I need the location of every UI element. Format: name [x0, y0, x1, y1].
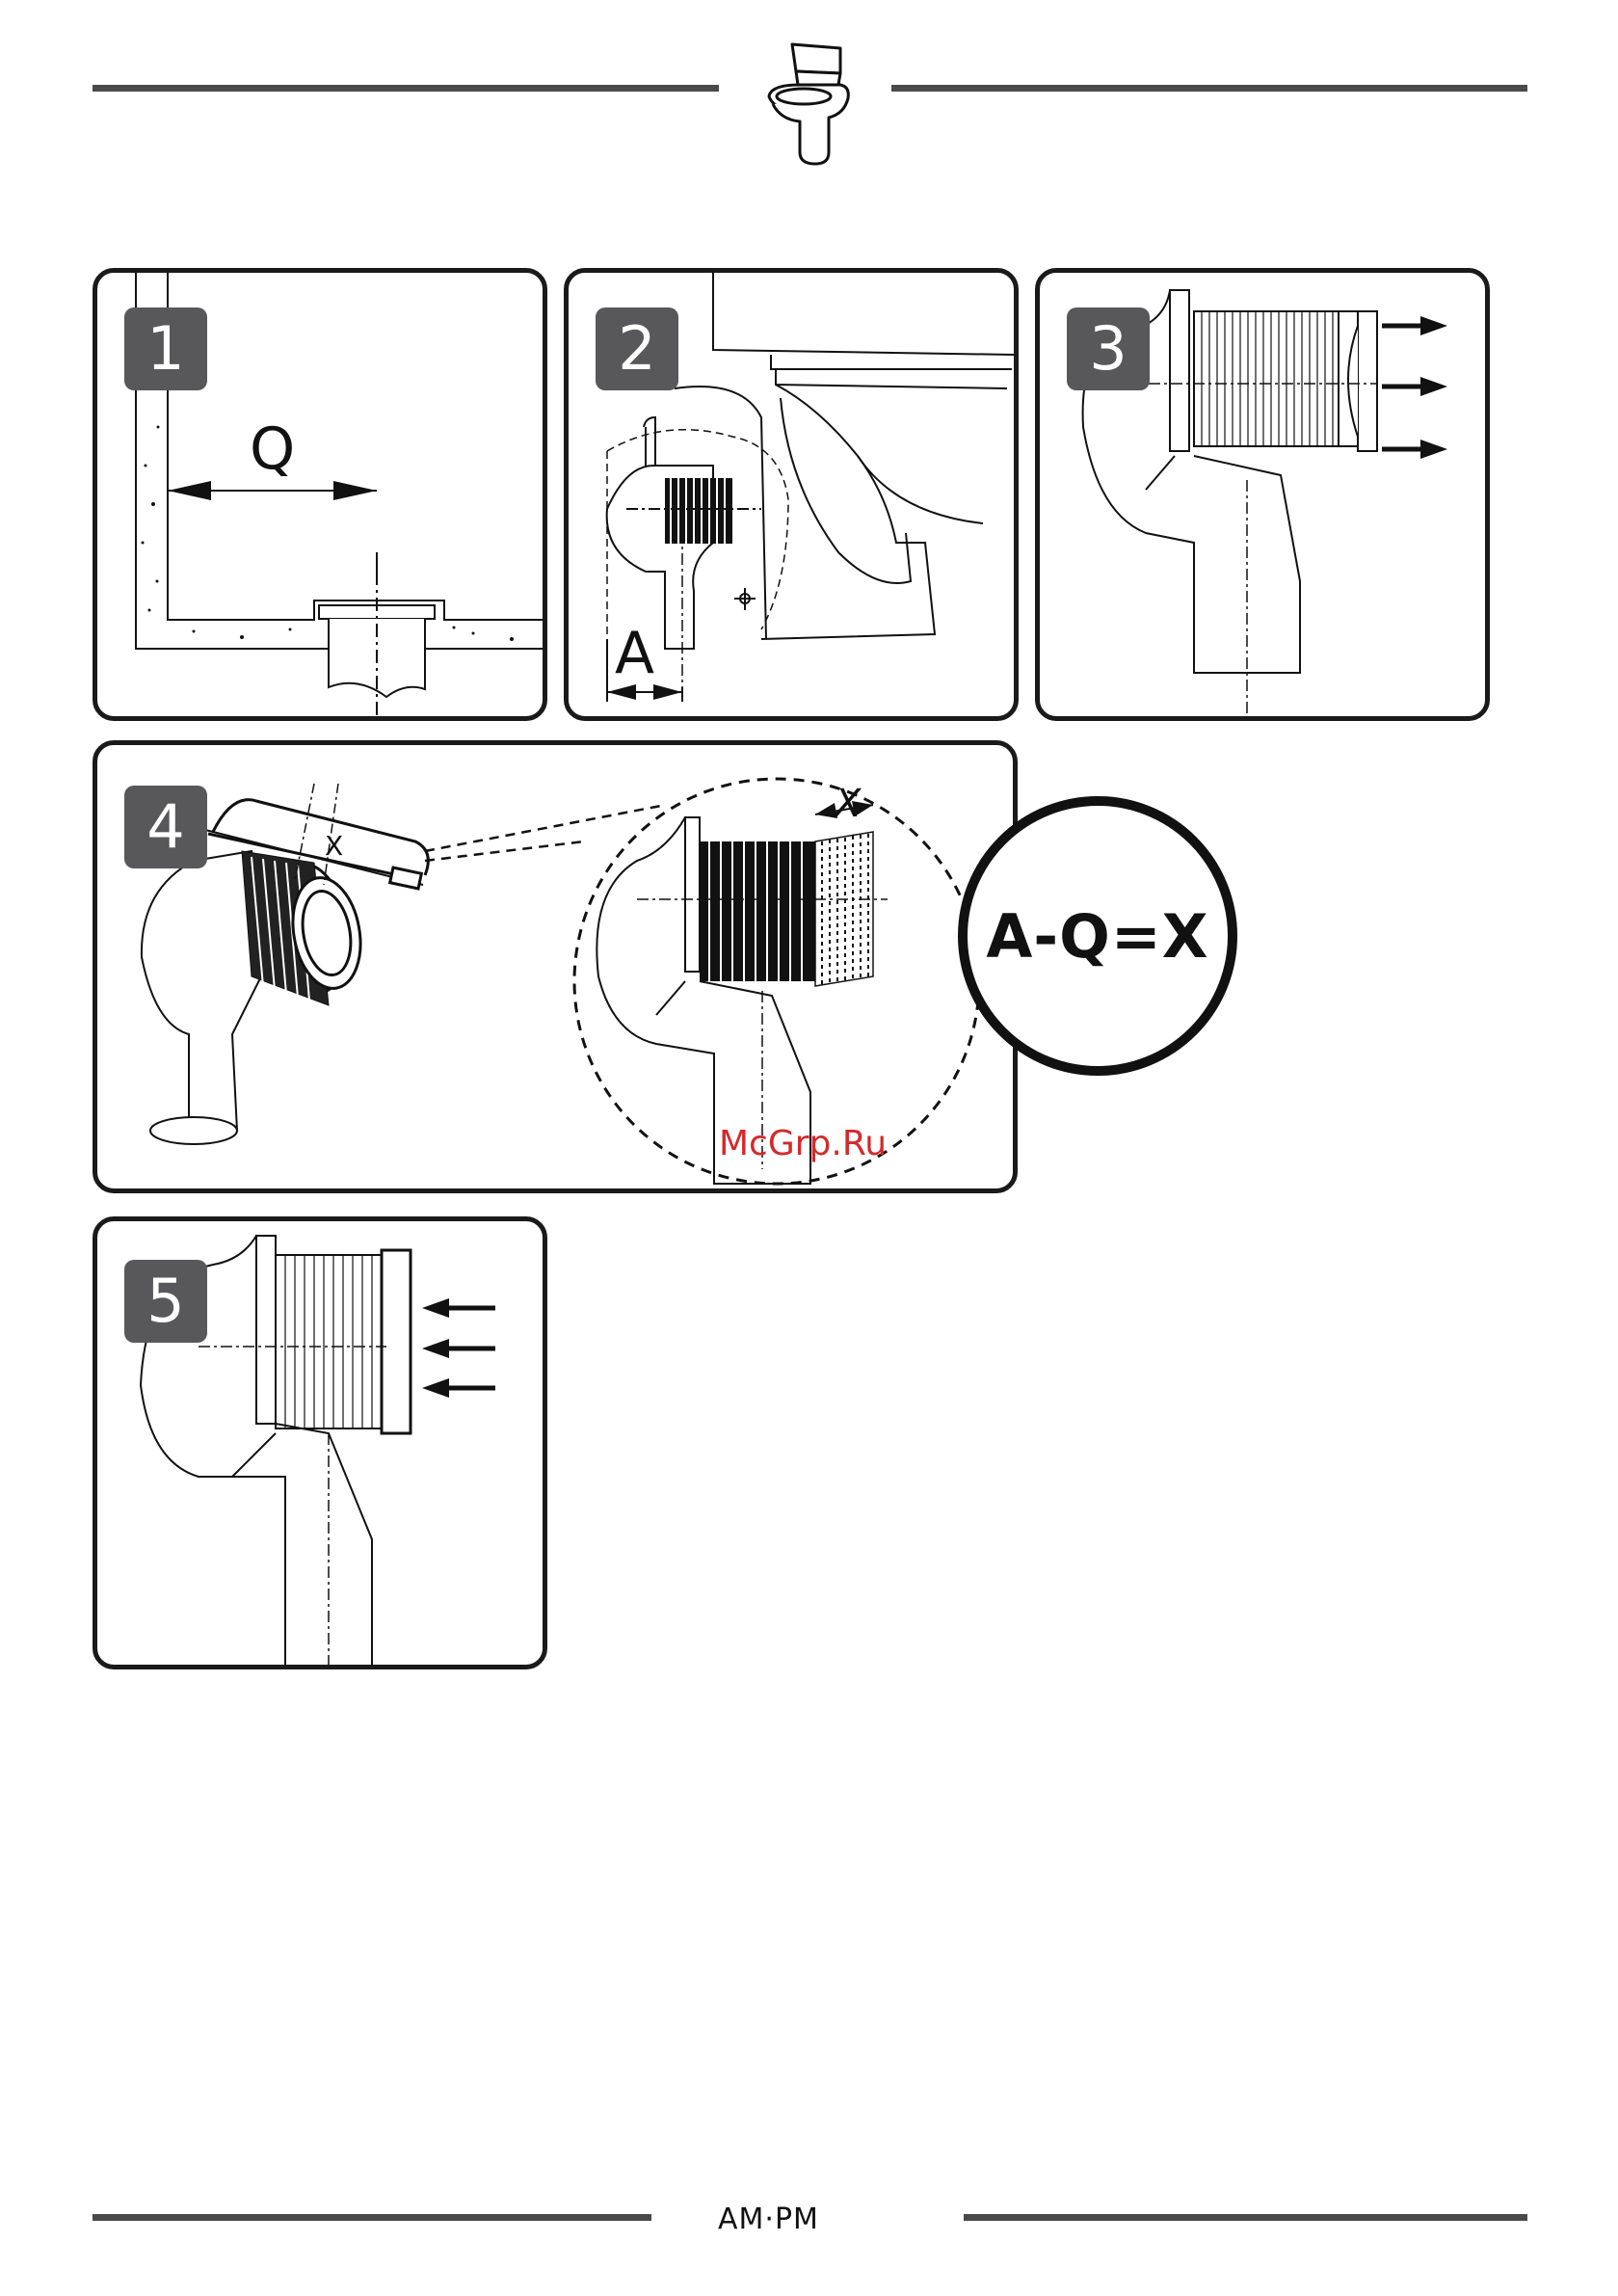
step-number-badge: 2: [596, 307, 678, 390]
arrow-right-icon: [1382, 372, 1449, 401]
arrow-right-icon: [1382, 435, 1449, 464]
step-number-badge: 5: [124, 1260, 207, 1343]
header-rule-left: [93, 85, 719, 92]
saw-cut-x-label: X: [325, 830, 343, 862]
detail-cut-x-label: X: [835, 782, 861, 826]
step-2-panel: 2: [564, 268, 1019, 721]
step-number-badge: 1: [124, 307, 207, 390]
dimension-a-label: A: [615, 620, 654, 687]
arrow-left-icon: [420, 1294, 497, 1322]
step-number-badge: 4: [124, 786, 207, 868]
formula-text: A-Q=X: [986, 901, 1208, 972]
step-5-panel: 5: [93, 1216, 547, 1669]
step-1-panel: 1 Q: [93, 268, 547, 721]
watermark: McGrp.Ru: [719, 1124, 887, 1163]
cutting-drawing: [97, 745, 1013, 1188]
header-rule-right: [891, 85, 1527, 92]
step-number-badge: 3: [1067, 307, 1150, 390]
toilet-icon: [761, 37, 858, 172]
formula-circle: A-Q=X: [958, 796, 1237, 1076]
arrow-left-icon: [420, 1334, 497, 1363]
footer-rule-right: [964, 2214, 1527, 2221]
arrow-right-icon: [1382, 311, 1449, 340]
step-3-panel: 3: [1035, 268, 1490, 721]
brand-logo: AM·PM: [718, 2203, 819, 2236]
footer-rule-left: [93, 2214, 651, 2221]
arrow-left-icon: [420, 1374, 497, 1402]
dimension-q-label: Q: [250, 415, 295, 483]
